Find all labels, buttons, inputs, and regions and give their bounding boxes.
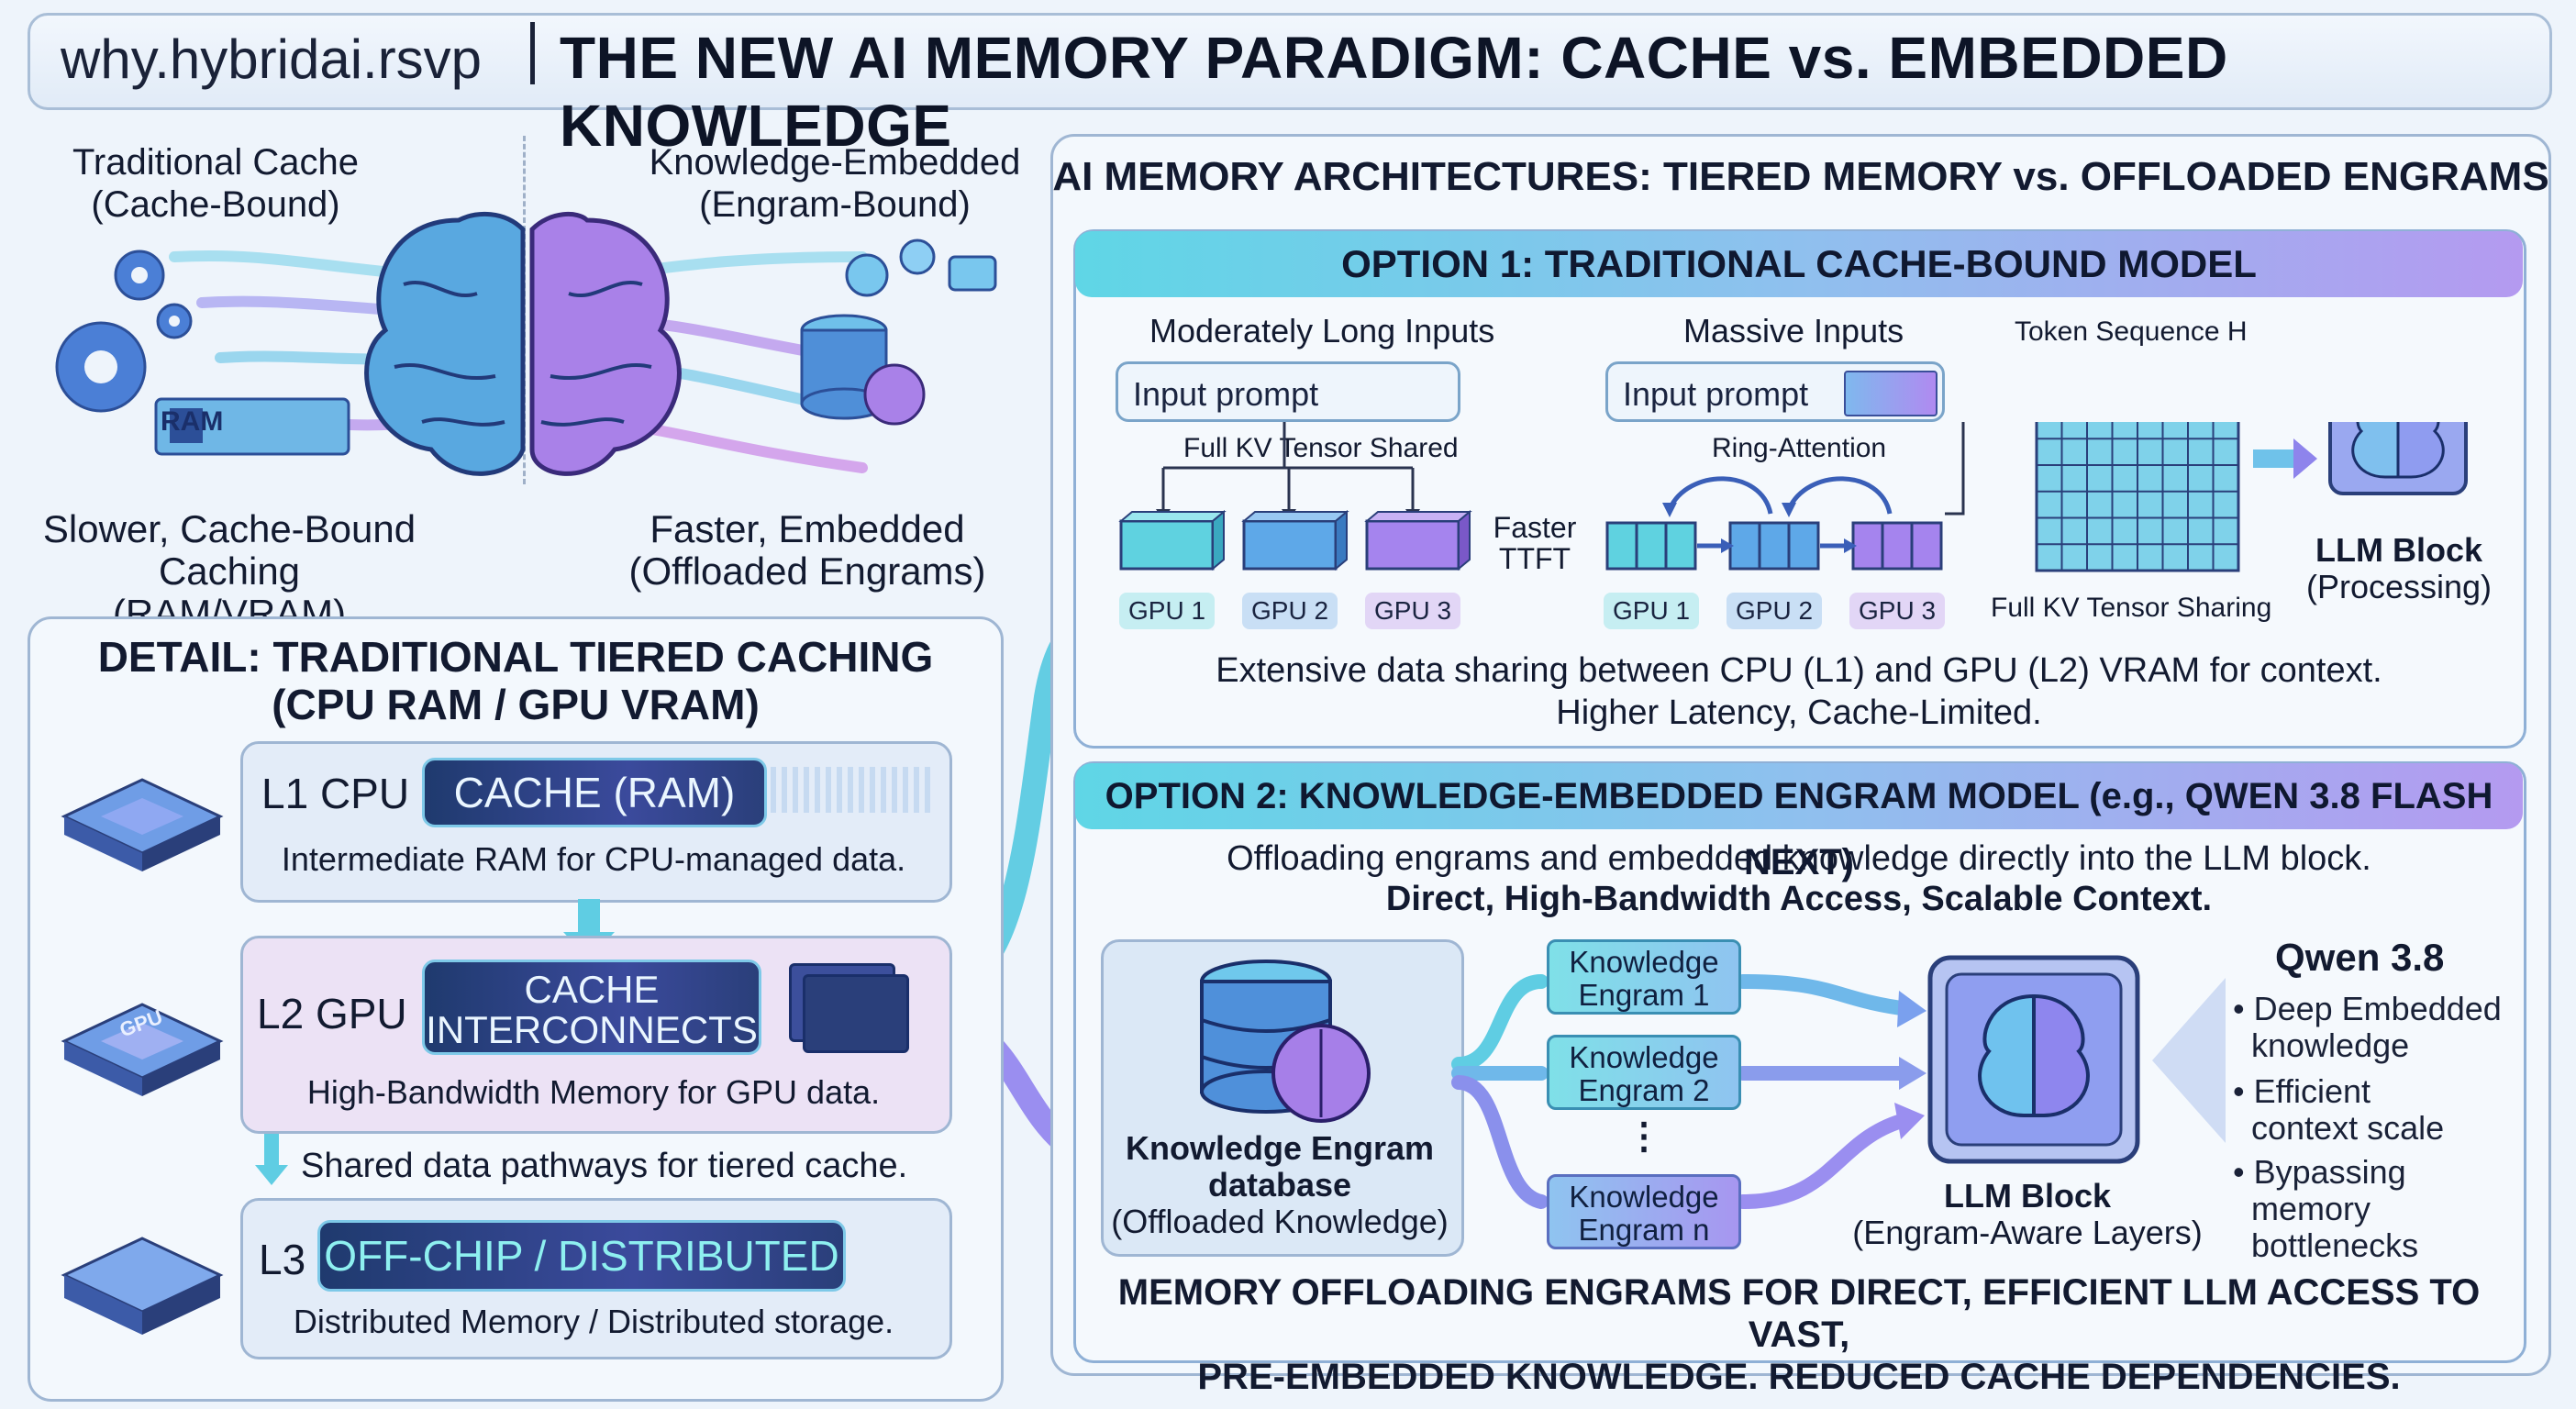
full-kv-sharing-label: Full KV Tensor Sharing	[1991, 593, 2272, 623]
gear-icon	[55, 250, 193, 413]
database-icon	[800, 314, 926, 426]
gpu-tag-ring-2: GPU 2	[1727, 593, 1822, 629]
gpu-block-2	[1241, 509, 1349, 571]
gpu-tag-ring-3: GPU 3	[1849, 593, 1945, 629]
l1-cache-badge: CACHE (RAM)	[422, 758, 767, 827]
l2-name: L2 GPU	[257, 990, 407, 1037]
l3-offchip-badge: OFF-CHIP / DISTRIBUTED	[317, 1220, 846, 1292]
detail-title: DETAIL: TRADITIONAL TIERED CACHING(CPU R…	[97, 633, 934, 728]
knowledge-embedded-title: Knowledge-Embedded(Engram-Bound)	[649, 142, 1021, 225]
down-arrow	[578, 899, 600, 936]
l1-name: L1 CPU	[261, 770, 410, 817]
data-stream	[771, 767, 936, 813]
gpu-tag-3: GPU 3	[1365, 593, 1460, 629]
llm-block-engram-aware: LLM Block(Engram-Aware Layers)	[1852, 1177, 2203, 1251]
option1-desc: Extensive data sharing between CPU (L1) …	[1216, 651, 2382, 732]
option1-diagram	[1118, 422, 2468, 572]
gpu-card-icon-back	[803, 974, 909, 1053]
gpu-block-1	[1118, 509, 1227, 571]
moderate-inputs-label: Moderately Long Inputs	[1149, 312, 1495, 349]
qwen-bullet-1: • Deep Embedded knowledge	[2233, 990, 2502, 1064]
option1-title: OPTION 1: TRADITIONAL CACHE-BOUND MODEL	[1075, 231, 2523, 297]
engram-ellipsis: ⋮	[1626, 1116, 1662, 1157]
site-url[interactable]: why.hybridai.rsvp	[61, 28, 483, 90]
qwen-bullet-2: • Efficient context scale	[2233, 1072, 2445, 1147]
gpu-tag-2: GPU 2	[1242, 593, 1338, 629]
gpu-chip-icon	[61, 1003, 224, 1096]
engram-flow-arrows	[1451, 974, 1926, 1209]
option2-title: OPTION 2: KNOWLEDGE-EMBEDDED ENGRAM MODE…	[1075, 763, 2523, 882]
massive-inputs-label: Massive Inputs	[1683, 312, 1904, 349]
pathway-caption: Shared data pathways for tiered cache.	[301, 1147, 908, 1185]
l3-name: L3	[259, 1236, 306, 1283]
page-title: THE NEW AI MEMORY PARADIGM: CACHE vs. EM…	[560, 25, 2228, 159]
option2-desc: Offloading engrams and embedded knowledg…	[1227, 839, 2371, 918]
engram-llm-block-icon	[1927, 955, 2226, 1164]
l3-desc: Distributed Memory / Distributed storage…	[293, 1303, 894, 1340]
gpu-tag-ring-1: GPU 1	[1604, 593, 1699, 629]
down-arrow-small-head	[255, 1165, 288, 1185]
lightbulb-icon	[899, 239, 936, 275]
brain-icon	[364, 211, 682, 476]
database-brain-icon	[1200, 960, 1371, 1123]
cpu-chip-icon	[61, 778, 224, 871]
gpu-block-3	[1364, 509, 1472, 571]
hero-illustration	[55, 211, 997, 476]
option2-footer: MEMORY OFFLOADING ENGRAMS FOR DIRECT, EF…	[1117, 1272, 2481, 1397]
qwen-bullet-3: • Bypassing memory bottlenecks	[2233, 1153, 2419, 1264]
l2-desc: High-Bandwidth Memory for GPU data.	[306, 1073, 881, 1111]
input-prompt-moderate[interactable]: Input prompt	[1116, 361, 1460, 422]
dollar-icon	[845, 253, 889, 297]
faster-caption: Faster, Embedded(Offloaded Engrams)	[628, 507, 986, 593]
ring-attention-label: Ring-Attention	[1712, 433, 1887, 463]
header-divider	[530, 22, 535, 84]
traditional-cache-title: Traditional Cache(Cache-Bound)	[72, 142, 359, 225]
chip-icons	[61, 778, 224, 1335]
down-arrow-small	[264, 1134, 279, 1170]
prompt-gradient-block	[1844, 371, 1938, 416]
qwen-title: Qwen 3.8	[2275, 936, 2445, 979]
header-bar	[28, 13, 2552, 110]
chat-icon	[948, 255, 997, 292]
arch-title: AI MEMORY ARCHITECTURES: TIERED MEMORY v…	[1052, 154, 2549, 199]
token-sequence-label: Token Sequence H	[2015, 316, 2248, 347]
gpu-tag-1: GPU 1	[1119, 593, 1215, 629]
option1-panel	[1073, 229, 2526, 749]
storage-chip-icon	[61, 1237, 224, 1335]
llm-block-processing: LLM Block(Processing)	[2305, 531, 2493, 605]
ram-chip-label: RAM	[161, 406, 224, 437]
llm-block-icon	[2328, 422, 2468, 495]
full-kv-shared-label: Full KV Tensor Shared	[1183, 433, 1459, 463]
l1-desc: Intermediate RAM for CPU-managed data.	[281, 840, 906, 878]
